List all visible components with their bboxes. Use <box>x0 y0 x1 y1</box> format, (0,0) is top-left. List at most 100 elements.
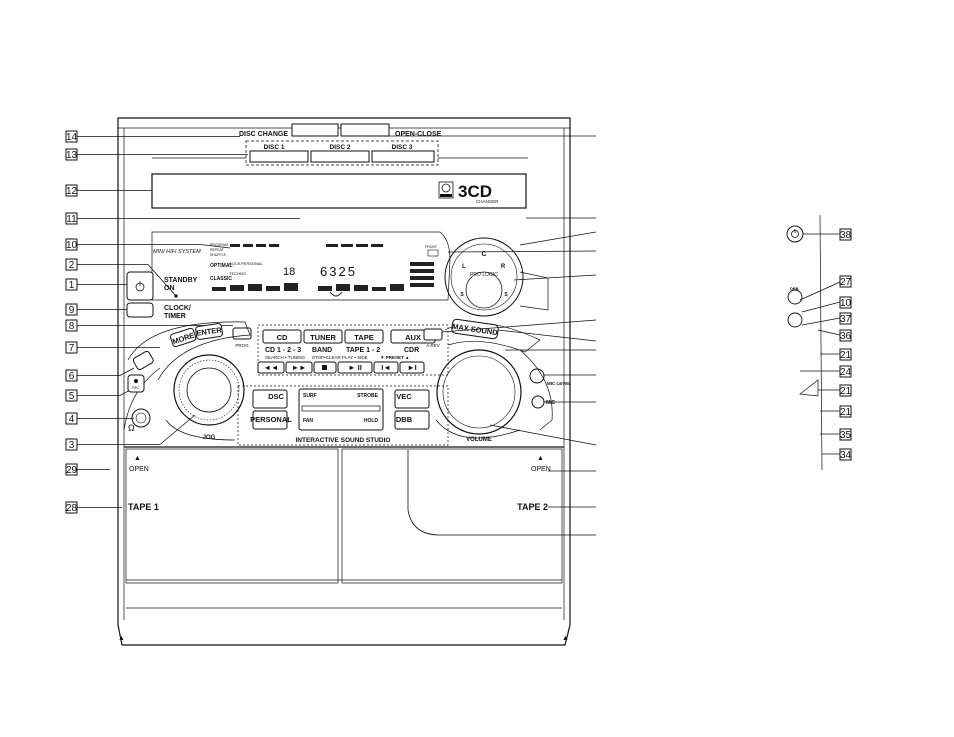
disc2-button[interactable] <box>310 150 370 163</box>
callout-36: 36 <box>839 329 852 342</box>
jog-dial[interactable] <box>173 354 245 426</box>
center-indicator: C <box>481 251 486 258</box>
prog-label: PROG <box>235 343 249 348</box>
open-left-arrow-icon: ▲ <box>134 455 141 462</box>
callout-29-num: 29 <box>66 465 78 476</box>
disc-selector-group <box>245 140 439 166</box>
volume-label: VOLUME <box>466 437 492 443</box>
tape-button[interactable] <box>344 329 384 344</box>
strobe-label: STROBE <box>357 393 379 399</box>
disc2-label: DISC 2 <box>330 144 351 151</box>
side-power-button[interactable] <box>786 225 804 243</box>
dual-mode-button[interactable] <box>132 350 154 370</box>
more-button[interactable] <box>170 327 197 348</box>
disc1-button[interactable] <box>249 150 309 163</box>
surf-label: SURF <box>303 393 317 399</box>
callout-37-num: 37 <box>840 314 852 325</box>
hold-label: HOLD <box>364 418 379 424</box>
surround-left-indicator: S <box>460 292 464 298</box>
pro-logic-label: PRO LOGIC <box>470 272 498 278</box>
transport-buttons: ◄◄ ►► ► II I◄ ►I <box>257 361 425 374</box>
callout-21-b: 21 <box>839 384 852 397</box>
on-label: ON <box>164 285 175 292</box>
callout-6: 6 <box>65 367 135 382</box>
fast-forward-button[interactable] <box>285 361 313 374</box>
dbb-label: DBB <box>396 415 413 424</box>
side-volume-button[interactable] <box>787 312 803 328</box>
disc3-button[interactable] <box>371 150 435 163</box>
disc1-label: DISC 1 <box>264 144 285 151</box>
vec-label: VEC <box>396 392 412 401</box>
callout-29: 29 <box>65 463 110 476</box>
stop-icon <box>322 365 327 370</box>
open-left-label: OPEN <box>129 466 149 473</box>
jog-label: JOG <box>203 435 216 441</box>
changer-sub: CHANGER <box>476 199 499 204</box>
callout-35-num: 35 <box>840 430 852 441</box>
enter-button[interactable] <box>195 323 223 340</box>
mic-label: MIC <box>546 400 556 406</box>
cd123-label: CD 1 - 2 - 3 <box>265 347 301 354</box>
callout-2: 2 <box>65 258 177 297</box>
callout-34: 34 <box>839 448 852 461</box>
max-sound-button[interactable] <box>451 318 499 340</box>
open-right-label: OPEN <box>531 466 551 473</box>
cd-label: CD <box>277 333 288 342</box>
previous-button[interactable] <box>373 361 399 374</box>
right-leader-lines <box>389 135 597 536</box>
rec-button[interactable] <box>127 374 145 393</box>
interactive-sound-studio-group <box>237 385 449 446</box>
callout-35: 35 <box>839 428 852 441</box>
mic-jack[interactable] <box>531 395 545 409</box>
search-tuning-label: SEARCH • TUNING <box>265 355 305 360</box>
a-rev-button[interactable] <box>423 328 443 341</box>
cd-tray <box>151 173 527 209</box>
optimal-indicator: OPTIMAL <box>210 263 233 269</box>
callout-38-num: 38 <box>840 230 852 241</box>
cd-button[interactable] <box>262 329 302 344</box>
callout-24: 24 <box>839 365 852 378</box>
callout-10-num: 10 <box>66 240 78 251</box>
callout-38: 38 <box>839 228 852 241</box>
callout-11-num: 11 <box>66 214 77 225</box>
clock-timer-button[interactable] <box>126 302 154 318</box>
next-button[interactable] <box>399 361 425 374</box>
rewind-button[interactable] <box>257 361 285 374</box>
side-panel: DBB 38 27 10 37 36 <box>786 214 852 471</box>
callout-28: 28 <box>65 501 122 514</box>
dbb-button[interactable] <box>394 410 430 430</box>
tape12-label: TAPE 1 - 2 <box>346 347 380 354</box>
volume-dial[interactable] <box>436 349 522 435</box>
lcd-display: PROGRAM REPEAT SHUFFLE OPTIMAL CLASSIC R… <box>210 243 439 297</box>
callout-28-num: 28 <box>66 503 78 514</box>
personal-button[interactable] <box>252 410 288 430</box>
mic-level-knob[interactable] <box>529 368 545 384</box>
play-side-label: PLAY • SIDE <box>342 355 368 360</box>
timer-label: TIMER <box>164 313 186 320</box>
callout-6-num: 6 <box>69 371 75 382</box>
dsc-button[interactable] <box>252 389 288 409</box>
fan-label: FAN <box>303 418 313 424</box>
callout-10-right: 10 <box>839 296 852 309</box>
tuner-button[interactable] <box>303 329 343 344</box>
callout-10-right-num: 10 <box>840 298 852 309</box>
play-pause-button[interactable] <box>337 361 373 374</box>
tape2-deck <box>341 448 563 584</box>
callout-37: 37 <box>839 312 852 325</box>
clock-label: CLOCK/ <box>164 305 191 312</box>
headphone-jack[interactable] <box>131 408 151 428</box>
callout-13-num: 13 <box>66 150 78 161</box>
rock-indicator: ROCK <box>229 261 241 266</box>
open-right-arrow-icon: ▲ <box>537 455 544 462</box>
disc-change-button[interactable] <box>291 123 339 137</box>
main-unit: DISC CHANGE OPEN-CLOSE DISC 1 DISC 2 DIS… <box>117 117 571 646</box>
callout-34-num: 34 <box>840 450 852 461</box>
personal-indicator: PERSONAL <box>241 261 264 266</box>
stop-clear-label: STOP•CLEAR <box>312 355 342 360</box>
callout-11: 11 <box>65 212 300 225</box>
side-dbb-button[interactable] <box>787 289 803 305</box>
tape1-deck <box>125 448 339 584</box>
open-close-button[interactable] <box>340 123 390 137</box>
vec-button[interactable] <box>394 389 430 409</box>
